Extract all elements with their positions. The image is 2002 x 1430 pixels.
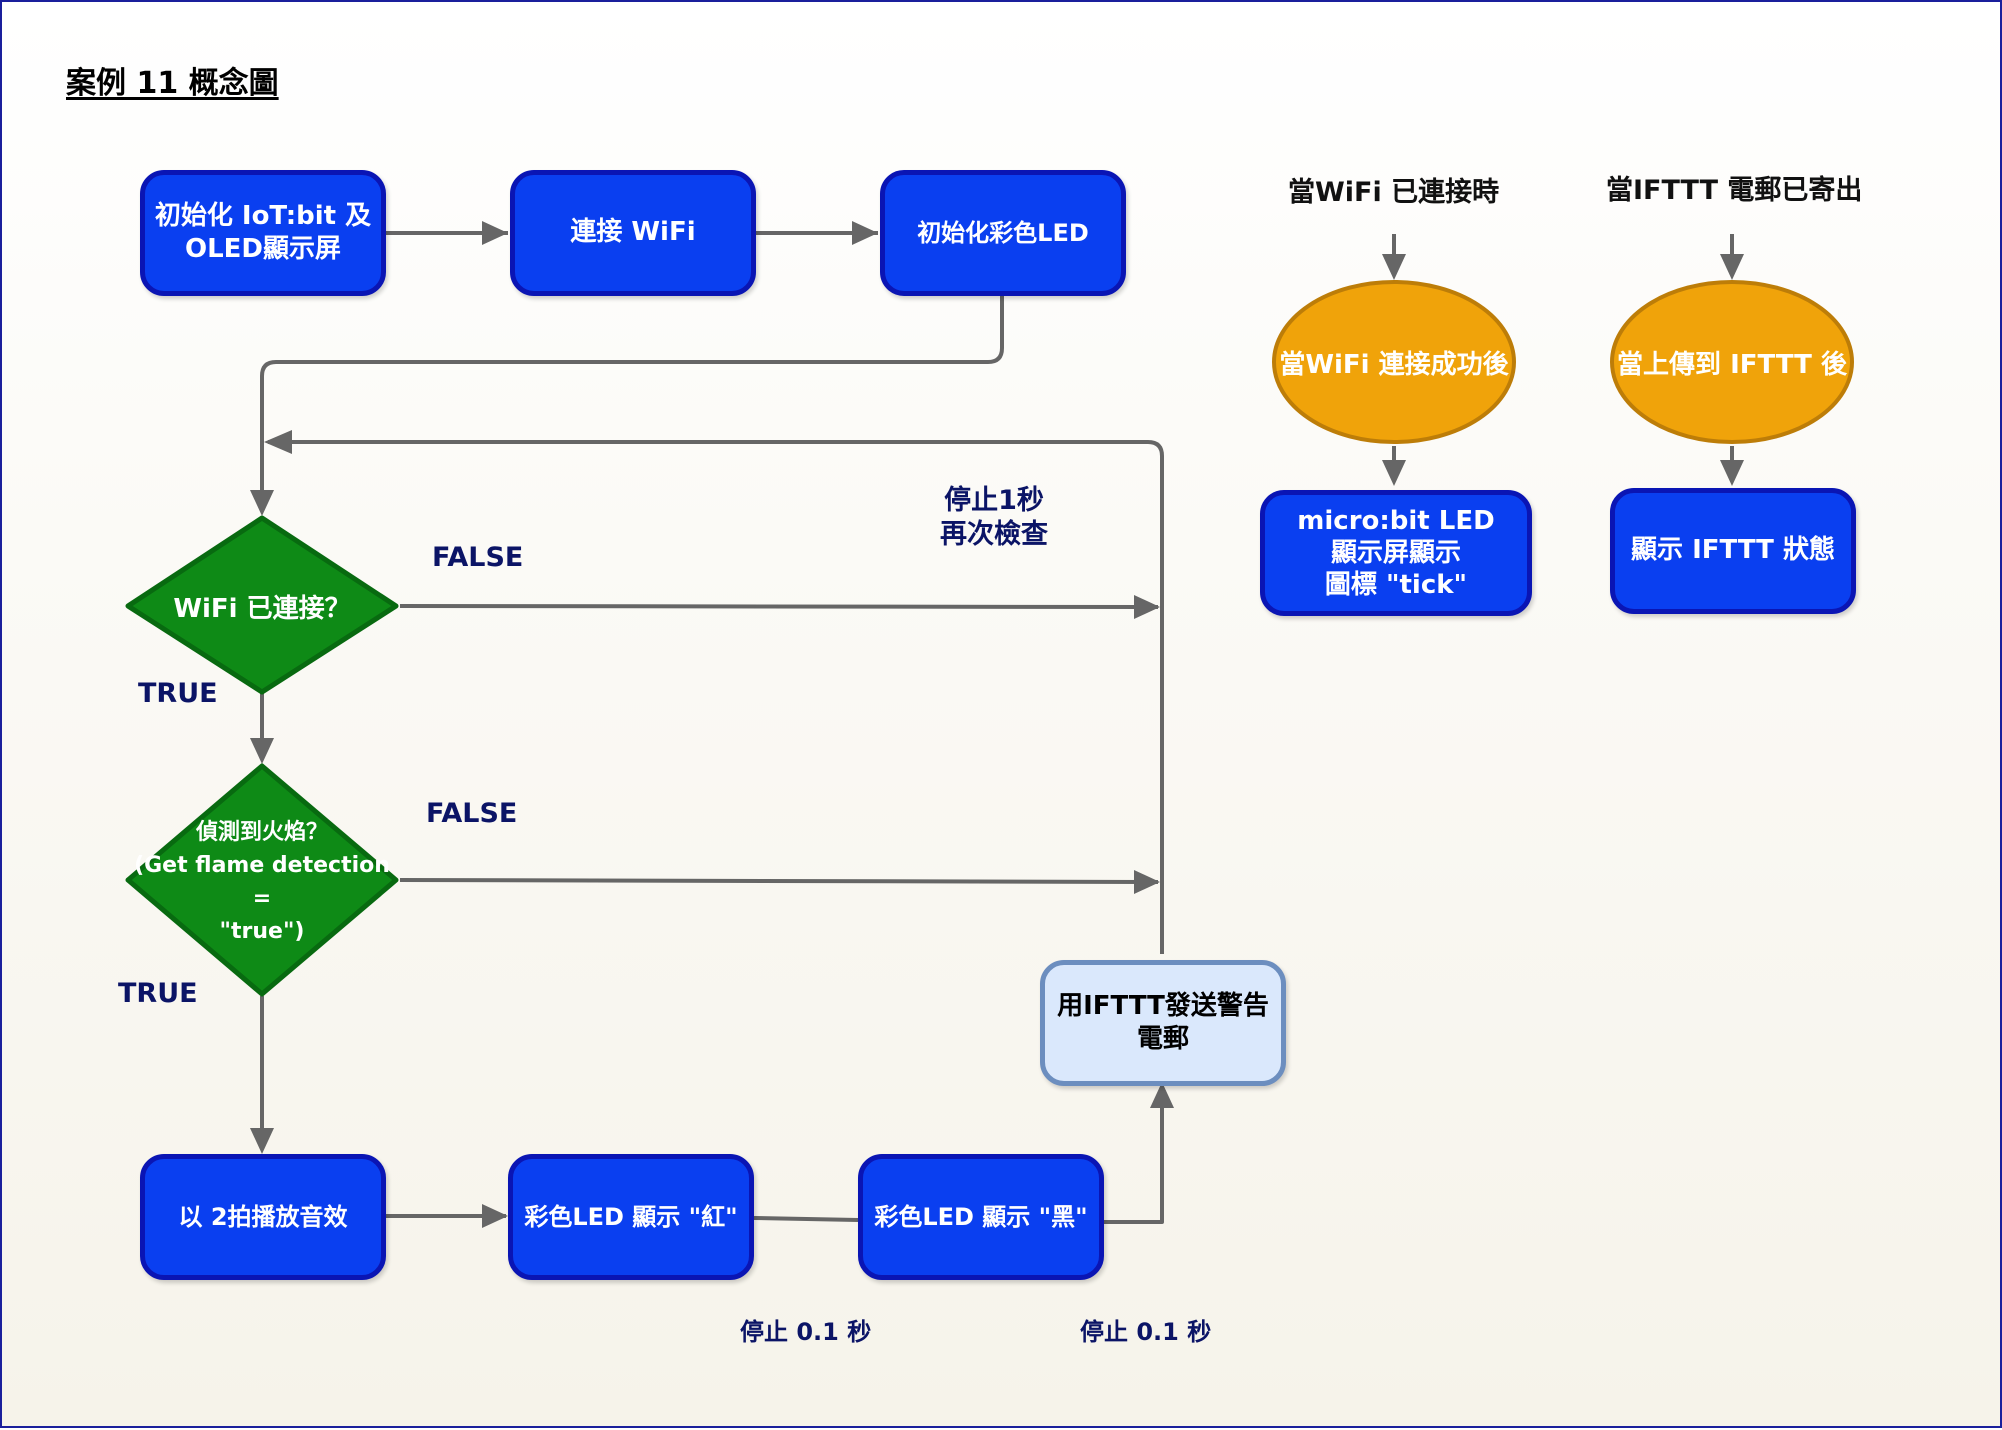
loop-back-line — [268, 440, 1164, 954]
arrow-head-wifi-true — [250, 738, 274, 764]
ifttt-send-box: 用IFTTT發送警告 電郵 — [1040, 960, 1286, 1086]
init-led-box: 初始化彩色LED — [880, 170, 1126, 296]
flame-check-diamond — [125, 763, 399, 997]
init-led-text: 初始化彩色LED — [917, 218, 1089, 247]
pause-label-2: 停止 0.1 秒 — [1080, 1318, 1212, 1346]
arrow-wifi-false — [399, 604, 1159, 609]
led-red-box: 彩色LED 顯示 "紅" — [508, 1154, 754, 1280]
wifi-false-label: FALSE — [432, 542, 524, 573]
connect-wifi-text: 連接 WiFi — [570, 217, 696, 248]
flame-false-label: FALSE — [426, 798, 518, 829]
arrow-head-flame-false — [1134, 870, 1160, 894]
ifttt-uploaded-ellipse — [1610, 280, 1854, 444]
arrow-head-wifi-event — [1382, 460, 1406, 486]
wifi-true-label: TRUE — [138, 678, 218, 709]
wifi-check-text: WiFi 已連接？ — [173, 593, 351, 624]
wifi-check-diamond — [125, 515, 399, 695]
pause-label-1: 停止 0.1 秒 — [740, 1318, 872, 1346]
flame-true-label: TRUE — [118, 978, 198, 1009]
led-black-text: 彩色LED 顯示 "黑" — [874, 1202, 1088, 1231]
arrow-head-into-wifi-check — [250, 490, 274, 516]
microbit-tick-text: micro:bit LED 顯示屏顯示 圖標 "tick" — [1297, 505, 1495, 601]
arrow-head-sound-red — [482, 1204, 508, 1228]
ifttt-uploaded-text: 當上傳到 IFTTT 後 — [1617, 349, 1847, 380]
when-wifi-label: 當WiFi 已連接時 — [1288, 177, 1500, 208]
arrow-led-to-wifi-check — [260, 294, 1004, 510]
arrow-head-wifi-led — [852, 221, 878, 245]
led-black-box: 彩色LED 顯示 "黑" — [858, 1154, 1104, 1280]
arrow-head-ifttt-event — [1720, 460, 1744, 486]
show-ifttt-status-box: 顯示 IFTTT 狀態 — [1610, 488, 1856, 614]
arrow-head-when-ifttt — [1720, 254, 1744, 280]
init-iot-text: 初始化 IoT:bit 及 OLED顯示屏 — [154, 200, 372, 264]
arrow-head-init-wifi — [482, 221, 508, 245]
connect-wifi-box: 連接 WiFi — [510, 170, 756, 296]
show-ifttt-status-text: 顯示 IFTTT 狀態 — [1631, 535, 1835, 566]
init-iot-box: 初始化 IoT:bit 及 OLED顯示屏 — [140, 170, 386, 296]
flame-check-text: 偵測到火焰？ (Get flame detection = "true") — [134, 820, 390, 944]
wait-recheck-label: 停止1秒 再次檢查 — [940, 485, 1048, 550]
wifi-connected-ellipse — [1272, 280, 1516, 444]
microbit-tick-box: micro:bit LED 顯示屏顯示 圖標 "tick" — [1260, 490, 1532, 616]
page-title: 案例 11 概念圖 — [66, 66, 279, 101]
arrow-head-when-wifi — [1382, 254, 1406, 280]
arrow-head-wifi-false — [1134, 595, 1160, 619]
led-red-text: 彩色LED 顯示 "紅" — [524, 1202, 738, 1231]
ifttt-send-text: 用IFTTT發送警告 電郵 — [1057, 990, 1269, 1054]
arrow-head-black-ifttt — [1150, 1082, 1174, 1108]
wifi-connected-text: 當WiFi 連接成功後 — [1279, 349, 1509, 380]
arrow-flame-false — [399, 878, 1159, 884]
play-sound-box: 以 2拍播放音效 — [140, 1154, 386, 1280]
when-ifttt-label: 當IFTTT 電郵已寄出 — [1606, 175, 1863, 206]
arrow-head-loop-back — [264, 430, 292, 454]
play-sound-text: 以 2拍播放音效 — [178, 1202, 348, 1231]
arrow-black-to-ifttt — [1102, 1088, 1164, 1224]
arrow-head-flame-true — [250, 1128, 274, 1154]
line-red-to-black — [753, 1216, 859, 1222]
